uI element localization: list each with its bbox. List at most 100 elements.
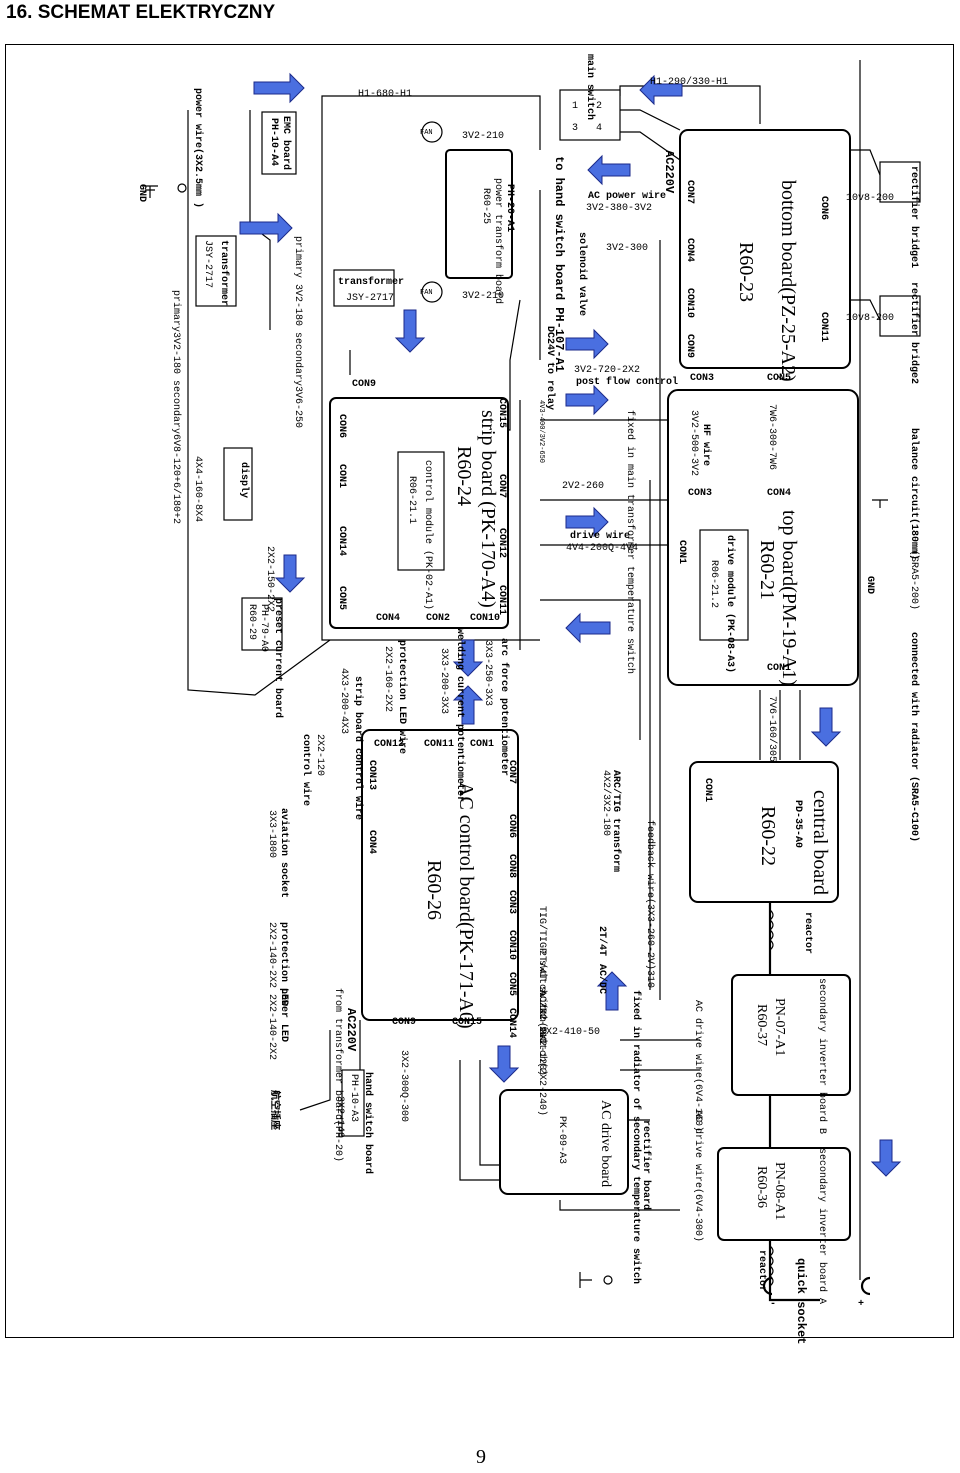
con9-ac-label: CON9 <box>392 1017 416 1028</box>
fan2-label: FAN <box>420 289 433 297</box>
acdc-code: AC/DC switch(2X2-240) <box>536 990 548 1116</box>
con13-ac-label: CON13 <box>366 760 377 790</box>
emc-board: EMC board PH-10-A4 <box>261 111 297 175</box>
con14-strip-label: CON14 <box>336 526 347 556</box>
balance-label: balance circuit(180mm) <box>908 428 920 560</box>
ac220v-top-label: AC220V <box>662 150 676 194</box>
ground-icon <box>579 1272 592 1288</box>
switch-pin-1: 1 <box>572 101 578 112</box>
hand-wire-label: 3X2-300Q-300 <box>398 1050 409 1122</box>
arc-force-label: arc force potentiometer <box>498 638 510 776</box>
ac-drive-board: AC drive board PK-09-A3 <box>499 1089 629 1195</box>
drive-wire-label: drive wire <box>570 530 630 542</box>
display-name: disply <box>238 462 250 498</box>
central-board-name: central board <box>809 790 831 895</box>
ac-power-wire-label: AC power wire <box>588 190 666 202</box>
power-wire-label: power wire(3X2.5mm ) <box>192 88 204 208</box>
flow-arrow <box>565 506 609 538</box>
flow-arrow <box>587 154 631 186</box>
inverter-board-a: secondary inverter board A PN-08-A1 R60-… <box>717 1147 851 1304</box>
quick-socket-label: quick socket <box>794 1258 808 1344</box>
drive-module-name: drive module (PK-08-A3) <box>724 535 736 673</box>
flow-arrow <box>639 74 683 106</box>
top-board: top board(PM-19-A1) R60-21 drive module … <box>667 373 859 686</box>
inverter-a-model: PN-08-A1 <box>772 1162 787 1220</box>
display-wire-label: 4X4-160-8X4 <box>192 456 203 522</box>
solenoid-label: solenoid valve <box>576 232 588 316</box>
flow-arrow <box>596 971 628 1011</box>
ac-drive-name: AC drive board <box>598 1100 613 1187</box>
reactor-icon <box>769 909 774 951</box>
feedback-label: feedback wire(3X3-260-2V)310 <box>644 820 656 988</box>
fan1-wire-label: 3V2-210 <box>462 131 504 142</box>
protection-led-wire-code: 2X2-160-2X2 <box>382 646 393 712</box>
protection-led-label: protection LED <box>278 922 290 1006</box>
hand-switch-bottom-name: hand switch board <box>362 1072 374 1174</box>
fan-icon <box>421 281 443 303</box>
transformer-left-name: transformer <box>218 240 230 306</box>
chinese-label: 航空插座 <box>269 1090 282 1130</box>
con1-strip-label: CON1 <box>336 464 347 488</box>
con1b-label: CON1 <box>767 663 791 674</box>
aviation-label: aviation socket <box>278 808 290 898</box>
drive-module-code: R06-21.2 <box>708 560 719 608</box>
welding-current-label: welding current potentiometer <box>454 628 466 802</box>
con2-strip-label: CON2 <box>426 613 450 624</box>
transformer-left-code: JSY-2717 <box>202 240 213 288</box>
plus-label: + <box>858 1299 864 1310</box>
dc24v-label: DC24V to relay <box>544 326 556 410</box>
con3b-label: CON3 <box>688 488 712 499</box>
con4b-label: CON4 <box>767 488 791 499</box>
rectifier-board-label: rectifier board <box>640 1120 652 1210</box>
solenoid-code: 3V2-300 <box>606 243 648 254</box>
ac-drive-b-label: AC drive wire(6V4-160) <box>692 1000 704 1132</box>
ph20-sub: power transform board <box>492 178 504 304</box>
control-module-name: control module (PK-02-A1) <box>422 460 434 610</box>
con15-wire-label: 4V3-400/3V2-650 <box>537 400 545 463</box>
rectifier-2-wire: 10v8-200 <box>846 313 894 324</box>
con12-strip-label: CON12 <box>496 528 507 558</box>
ground-icon <box>142 185 158 198</box>
transformer-mid-name: transformer <box>338 276 404 288</box>
strip-control-label: strip board control wire <box>352 676 364 820</box>
bottom-board: bottom board(PZ-25-A2) R60-23 CON7 CON4 … <box>679 129 851 382</box>
flow-arrow <box>810 707 842 747</box>
emc-code: PH-10-A4 <box>268 118 279 166</box>
gnd-left-label: GND <box>136 184 147 202</box>
top-board-name: top board(PM-19-A1) <box>778 510 800 686</box>
hf-wire-label: HF wire <box>700 424 712 466</box>
arc-trans-label: ARC/TIG transform <box>610 770 622 872</box>
page-number: 9 <box>476 1446 486 1468</box>
bottom-board-code: R60-23 <box>735 242 757 302</box>
con7-strip-label: CON7 <box>496 474 507 498</box>
central-board-code: R60-22 <box>757 806 779 866</box>
welding-current-code: 3X3-200-3X3 <box>438 648 449 714</box>
preset-current-name: preset current board <box>272 598 284 718</box>
con6-strip-label: CON6 <box>336 414 347 438</box>
reactor2-label: reactor <box>756 1250 767 1292</box>
post-flow-label: post flow control <box>576 376 678 388</box>
radiator-temp-label: fixed in radiator of secondary temperatu… <box>630 990 642 1284</box>
con1-ac-label: CON1 <box>470 739 494 750</box>
emc-name: EMC board <box>280 116 292 170</box>
con1-wire-label: 7V6-160/305 <box>766 696 778 762</box>
central-board-model: PD-35-A0 <box>792 800 803 848</box>
preset-current-model: PH-79-A0 <box>258 604 269 652</box>
control-module-code: R06-21.1 <box>406 476 417 524</box>
central-board: central board PD-35-A0 R60-22 CON1 <box>689 761 839 903</box>
h1-290-label: H1-290/330-H1 <box>650 76 728 88</box>
control-wire-label: control wire <box>300 734 312 806</box>
fan-icon <box>421 121 443 143</box>
flow-arrow <box>870 1139 902 1177</box>
minus-label: - <box>770 1299 776 1310</box>
reactor1-label: reactor <box>802 912 813 954</box>
hand-wire2-label: 3X2-140 <box>334 1096 345 1138</box>
flow-arrow <box>565 384 609 416</box>
con7-label: CON7 <box>684 180 695 204</box>
con4-ac-label: CON4 <box>366 830 377 854</box>
con1-top-label: CON1 <box>676 540 687 564</box>
temp-switch-label: fixed in main transformer temperature sw… <box>624 410 636 674</box>
schematic-frame <box>5 44 954 1338</box>
fan2-wire-label: 3V2-210 <box>462 291 504 302</box>
